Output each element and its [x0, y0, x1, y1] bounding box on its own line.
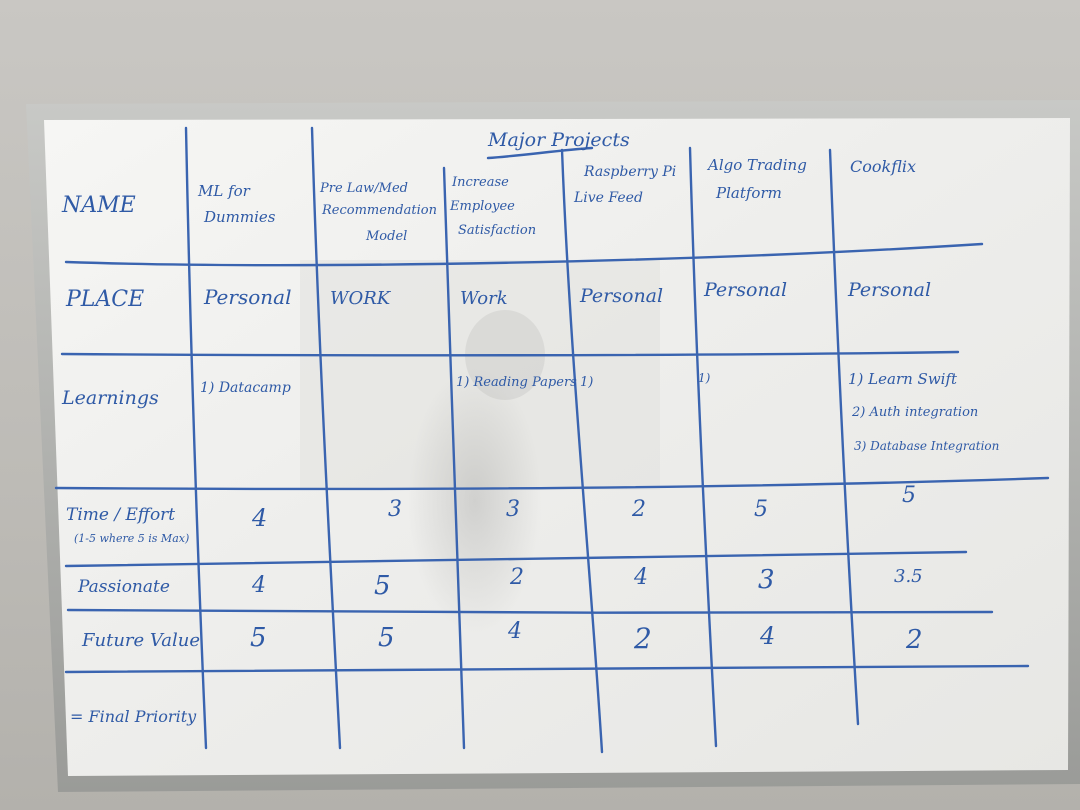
project-future-value: 2 [633, 622, 652, 655]
grid-vline-6 [828, 148, 860, 726]
project-column: Algo Trading Platform Personal 1) 5 3 4 [698, 156, 812, 650]
row-label-time-effort: Time / Effort [66, 505, 175, 525]
project-name: Algo Trading Platform [706, 156, 812, 202]
project-passionate: 4 [633, 565, 648, 590]
project-time-effort: 2 [631, 497, 646, 522]
project-name-line: Live Feed [573, 190, 643, 206]
project-name-line: Satisfaction [458, 223, 536, 238]
table-grid [54, 126, 1050, 754]
project-future-value: 2 [905, 625, 923, 655]
project-passionate: 3.5 [894, 566, 923, 587]
project-name-line: Raspberry Pi [583, 164, 676, 180]
project-time-effort: 3 [506, 497, 520, 522]
title-underline [486, 146, 594, 160]
project-time-effort: 4 [251, 504, 267, 532]
project-place: Personal [203, 285, 291, 309]
row-label-place: PLACE [65, 287, 144, 312]
project-name-line: Model [365, 229, 407, 244]
row-label-final-priority: = Final Priority [70, 707, 197, 726]
project-learning: 3) Database Integration [854, 439, 999, 453]
project-learning: 1) [580, 375, 593, 390]
project-name: Cookflix [850, 157, 916, 176]
grid-hline-5 [66, 608, 994, 615]
project-name-line: Dummies [203, 208, 276, 226]
project-name: Raspberry Pi Live Feed [573, 164, 681, 206]
project-column: Raspberry Pi Live Feed Personal 1) 2 4 2 [573, 164, 681, 655]
project-name: Increase Employee Satisfaction [449, 175, 536, 238]
project-name-line: Platform [715, 184, 782, 202]
project-future-value: 5 [250, 623, 267, 653]
project-place: WORK [330, 288, 392, 309]
grid-hline-1 [64, 242, 984, 267]
project-name-line: Pre Law/Med [319, 181, 408, 196]
project-columns: ML for Dummies Personal 1) Datacamp 4 4 … [197, 156, 999, 655]
row-labels: NAME PLACE Learnings Time / Effort (1-5 … [61, 193, 200, 726]
project-name-line: Algo Trading [706, 156, 807, 174]
project-column: ML for Dummies Personal 1) Datacamp 4 4 … [197, 182, 291, 653]
row-label-passionate: Passionate [77, 577, 170, 597]
project-learning: 1) [698, 371, 711, 385]
project-future-value: 4 [507, 619, 522, 644]
project-place: Work [460, 288, 508, 309]
project-name-line: Increase [451, 175, 509, 190]
project-passionate: 2 [509, 565, 524, 590]
project-time-effort: 3 [388, 497, 402, 522]
project-column: Increase Employee Satisfaction Work 1) R… [449, 175, 577, 644]
board-title: Major Projects [487, 129, 630, 151]
project-learning: 1) Datacamp [200, 380, 291, 396]
grid-vline-2 [310, 126, 342, 750]
row-label-name: NAME [61, 193, 136, 218]
project-learning: 2) Auth integration [851, 405, 978, 420]
project-name-line: ML for [197, 182, 251, 200]
project-name: Pre Law/Med Recommendation Model [319, 181, 441, 244]
project-column: Pre Law/Med Recommendation Model WORK 3 … [319, 181, 441, 653]
row-label-future-value: Future Value [81, 630, 200, 651]
project-place: Personal [703, 279, 787, 301]
project-name-line: Employee [449, 199, 515, 214]
project-learning: 1) Reading Papers [456, 375, 577, 390]
project-place: Personal [847, 279, 931, 301]
project-column: Cookflix Personal 1) Learn Swift 2) Auth… [847, 157, 999, 655]
grid-vline-1 [184, 126, 208, 750]
project-passionate: 3 [758, 565, 775, 595]
project-learning: 1) Learn Swift [848, 370, 958, 388]
row-label-time-effort-note: (1-5 where 5 is Max) [74, 532, 189, 545]
person-reflection [395, 330, 585, 710]
row-label-learnings: Learnings [61, 387, 159, 409]
project-time-effort: 5 [754, 497, 768, 522]
grid-hline-2 [60, 350, 960, 357]
grid-hline-4 [64, 550, 968, 568]
project-future-value: 5 [378, 623, 395, 653]
project-future-value: 4 [759, 622, 775, 650]
grid-hline-6 [64, 664, 1030, 674]
project-name-line: Recommendation [321, 203, 437, 218]
project-place: Personal [579, 285, 663, 307]
project-time-effort: 5 [902, 483, 916, 508]
project-name-line: Cookflix [850, 157, 916, 176]
project-passionate: 5 [374, 571, 391, 601]
project-passionate: 4 [251, 573, 266, 598]
project-name: ML for Dummies [197, 182, 276, 226]
grid-vline-4 [560, 148, 604, 754]
grid-hline-3 [54, 476, 1050, 491]
